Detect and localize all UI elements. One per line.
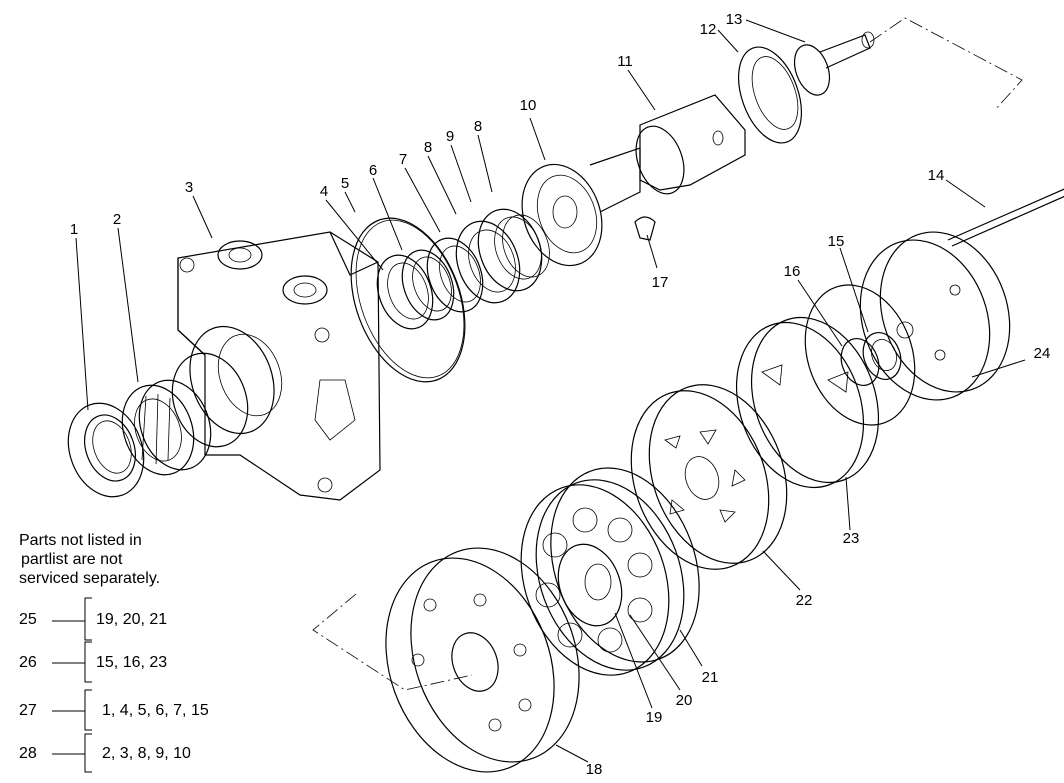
callout-18: 18 [586,761,603,778]
kit-parts-25: 19, 20, 21 [96,611,168,628]
kit-number-27: 27 [19,702,37,719]
leader-lines [75,19,1026,763]
service-note-line-1: Parts not listed in [19,532,142,549]
kit-number-28: 28 [19,745,37,762]
part-23-spacer [735,316,880,489]
part-16-seal-ring [840,338,880,386]
part-1-seal [67,402,145,498]
callout-11: 11 [617,53,633,70]
phantom-line-bottom [312,593,473,691]
callout-1: 1 [70,221,78,238]
part-10-thrust-bearing [521,163,603,267]
callout-23: 23 [843,530,860,547]
callout-7: 7 [399,151,407,168]
callout-24: 24 [1034,345,1051,362]
part-14-bolt [947,188,1064,247]
kit-parts-26: 15, 16, 23 [96,654,168,671]
kit-parts-27: 1, 4, 5, 6, 7, 15 [102,702,209,719]
part-9-bearing-race [477,208,550,292]
callout-5: 5 [341,175,349,192]
kit-parts-28: 2, 3, 8, 9, 10 [102,745,191,762]
kit-brackets [52,597,92,773]
callout-13: 13 [726,11,743,28]
part-3-housing [171,231,381,501]
callout-21: 21 [702,669,719,686]
callout-3: 3 [185,179,193,196]
part-22-valve-plate [630,384,788,570]
callout-20: 20 [676,692,693,709]
part-8-washer-a [455,220,521,304]
callout-16: 16 [784,263,801,280]
callout-12: 12 [700,21,717,38]
part-4-ring [376,254,434,330]
part-18-end-cap [385,547,580,773]
part-6-ring [401,249,455,321]
callout-17: 17 [652,274,669,291]
part-7-seal [426,237,484,313]
part-15b-o-ring [804,284,916,426]
callout-2: 2 [113,211,121,228]
callout-8a: 8 [424,139,432,156]
part-17-key [634,216,656,241]
part-5-o-ring [350,217,466,383]
callout-22: 22 [796,592,813,609]
callout-14: 14 [928,167,945,184]
callout-9: 9 [446,128,454,145]
callout-15: 15 [828,233,845,250]
service-note-line-2: partlist are not [21,551,123,568]
part-11-shaft [589,94,746,213]
part-13-spline-shaft [793,31,875,96]
part-24-end-housing [859,231,1011,401]
part-12-gear-ring [738,46,802,144]
callout-8b: 8 [474,118,482,135]
callout-labels: 1 2 3 4 5 6 7 8 8 9 10 11 12 13 14 15 16… [70,11,1051,778]
callout-10: 10 [520,97,537,114]
part-2-bearing [121,379,212,476]
part-20-stator [520,479,685,676]
part-19-rotor [557,543,623,627]
phantom-line-top [869,17,1023,111]
part-15-seal-ring [862,332,902,380]
callout-19: 19 [646,709,663,726]
callout-6: 6 [369,162,377,179]
kit-number-25: 25 [19,611,37,628]
service-note-line-3: serviced separately. [19,570,161,587]
callout-4: 4 [320,183,328,200]
kit-number-26: 26 [19,654,37,671]
